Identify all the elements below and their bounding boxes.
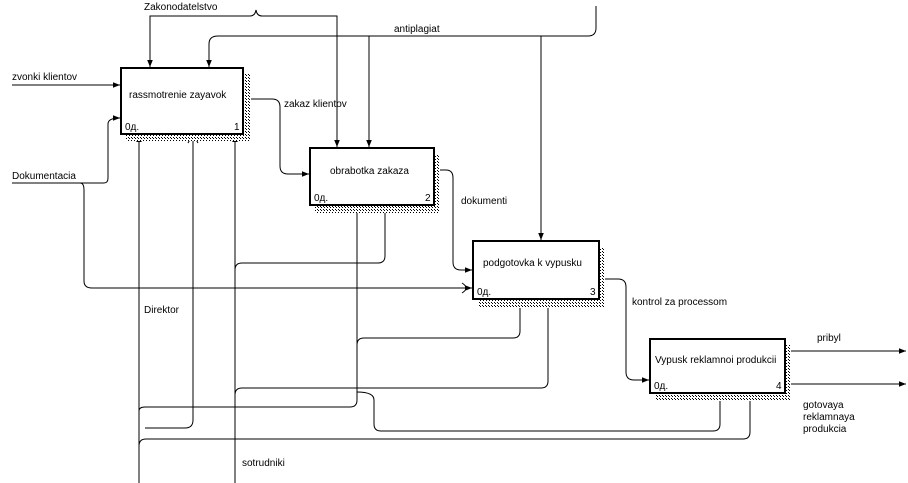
arrow-kontrol-za-processom[interactable]: [599, 278, 649, 383]
arrow-sotrudniki-to-box3[interactable]: [234, 300, 551, 396]
label-antiplagiat: antiplagiat: [394, 24, 440, 35]
box-number: 1: [234, 122, 240, 133]
arrow-mechanism-to-box4-a[interactable]: [356, 391, 723, 432]
arrow-zakaz-klientov[interactable]: [244, 98, 309, 177]
arrow-tunnel-box1[interactable]: [145, 138, 194, 429]
label-reklamnaya: reklamnaya: [803, 412, 855, 423]
label-zvonki-klientov: zvonki klientov: [12, 72, 77, 83]
arrow-sotrudniki-to-box2[interactable]: [234, 205, 388, 271]
label-dokumenti: dokumenti: [461, 196, 507, 207]
box-cost: 0д.: [314, 193, 328, 204]
label-zakaz-klientov: zakaz klientov: [284, 99, 347, 110]
activity-box-3[interactable]: podgotovka k vypusku 0д. 3: [472, 240, 605, 308]
box-cost: 0д.: [125, 122, 139, 133]
arrow-dokumenti[interactable]: [434, 169, 472, 273]
arrow-dokumentacia-to-box3[interactable]: [79, 182, 472, 291]
box-title: obrabotka zakaza: [330, 166, 409, 177]
activity-box-1[interactable]: rassmotrenie zayavok 0д. 1: [120, 67, 251, 141]
arrow-mechanism-to-box4-b[interactable]: [138, 394, 753, 447]
box-number: 2: [425, 193, 431, 204]
arrow-direktor-branch[interactable]: [138, 205, 360, 412]
activity-box-2[interactable]: obrabotka zakaza 0д. 2: [309, 147, 440, 213]
box-title: rassmotrenie zayavok: [129, 90, 227, 101]
label-direktor: Direktor: [144, 305, 180, 316]
arrow-direktor-to-box3[interactable]: [356, 300, 523, 346]
box-cost: 0д.: [654, 381, 668, 392]
label-gotovaya: gotovaya: [803, 400, 844, 411]
zakonodatelstvo-bracket: [249, 9, 263, 17]
box-title: Vypusk reklamnoi produkcii: [655, 355, 776, 366]
label-dokumentacia: Dokumentacia: [12, 171, 76, 182]
arrow-antiplagiat-main[interactable]: [206, 6, 597, 67]
box-cost: 0д.: [477, 287, 491, 298]
box-number: 4: [776, 381, 782, 392]
arrow-zakonodatelstvo-to-box2[interactable]: [262, 15, 340, 147]
box-number: 3: [590, 287, 596, 298]
label-kontrol-za-processom: kontrol za processom: [632, 297, 727, 308]
box-title: podgotovka k vypusku: [483, 258, 582, 269]
label-sotrudniki: sotrudniki: [242, 458, 285, 469]
label-produkcia: produkcia: [803, 424, 847, 435]
arrow-dokumentacia-to-box1[interactable]: [12, 115, 121, 184]
arrow-labels: Zakonodatelstvo antiplagiat zvonki klien…: [12, 2, 855, 469]
label-pribyl: pribyl: [817, 333, 841, 344]
activity-box-4[interactable]: Vypusk reklamnoi produkcii 0д. 4: [649, 338, 791, 401]
connectors: [12, 6, 906, 483]
tunnel-mark-box3: [461, 282, 467, 294]
arrow-zakonodatelstvo-to-box1[interactable]: [147, 15, 250, 67]
label-zakonodatelstvo: Zakonodatelstvo: [144, 2, 218, 13]
